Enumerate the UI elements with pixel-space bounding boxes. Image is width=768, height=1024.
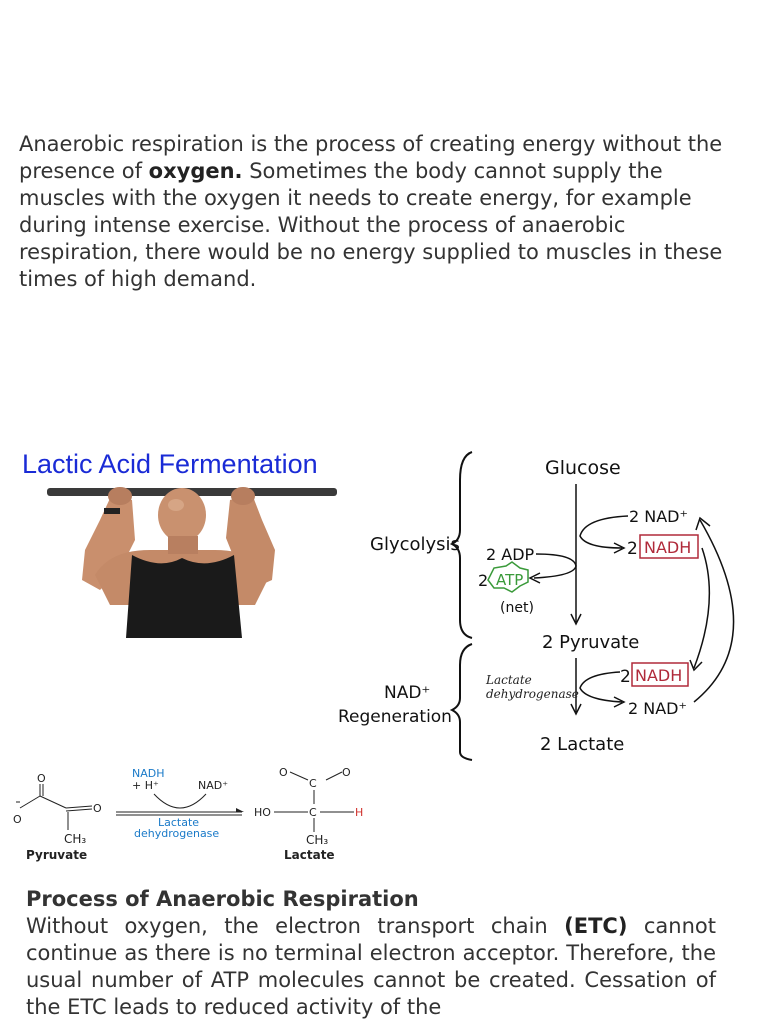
lactate-h: H [355,806,363,819]
pyruvate-label: 2 Pyruvate [542,632,639,653]
reaction-enzyme-1: Lactate [158,816,199,829]
nadh-cofactor: NADH [132,767,165,780]
h-plus: + H⁺ [132,779,159,792]
glycolysis-brace [449,451,473,639]
net-label: (net) [500,600,534,616]
atp-num: 2 [478,571,488,590]
enzyme-label-1: Lactate [485,673,532,687]
enzyme-label-2: dehydrogenase [486,687,579,701]
lactate-label: 2 Lactate [540,734,624,755]
section-text-1: Without oxygen, the electron transport c… [26,914,565,938]
intro-bold-oxygen: oxygen. [148,159,243,183]
intro-paragraph: Anaerobic respiration is the process of … [19,131,739,293]
lactate-c-center: C [309,806,317,819]
pyruvate-o-right: O [93,802,102,815]
pyruvate-o-left: O [13,813,22,826]
nadh-bot-num: 2 [620,667,631,687]
lactate-ho: HO [254,806,271,819]
lactate-o-right: O [342,766,351,779]
section-text-2: cannot continue as there is no terminal … [26,914,716,1019]
fermentation-cycle-diagram: Glucose Glycolysis NAD⁺ Regeneration 2 N… [338,451,735,761]
glucose-label: Glucose [545,457,621,479]
pyruvate-label: Pyruvate [26,848,87,862]
regeneration-brace [449,643,473,761]
nadh-top-label: NADH [644,538,691,557]
pullup-man-illustration [47,487,337,638]
intro-text-1: Anaerobic respiration is the process of … [19,132,723,183]
nadh-top-num: 2 [627,539,638,559]
adp-label: 2 ADP [486,545,535,564]
lactate-o-left: O [279,766,288,779]
pyruvate-o-top: O [37,772,46,785]
process-section: Process of Anaerobic Respiration Without… [26,886,716,1021]
section-paragraph: Without oxygen, the electron transport c… [26,913,716,1021]
section-heading: Process of Anaerobic Respiration [26,887,419,911]
atp-label: ATP [496,571,523,589]
nad-regen-label-2: Regeneration [338,707,452,727]
intro-text-2: Sometimes the body cannot supply the mus… [19,159,723,291]
lactate-c-top: C [309,777,317,790]
nad-bot-label: 2 NAD⁺ [628,699,687,718]
pyruvate-ch3: CH₃ [64,832,86,846]
nad-top-label: 2 NAD⁺ [629,507,688,526]
glycolysis-label: Glycolysis [370,534,460,555]
nadh-bot-label: NADH [635,666,682,685]
lactate-label: Lactate [284,848,335,862]
reaction-enzyme-2: dehydrogenase [134,827,219,840]
nad-cofactor: NAD⁺ [198,779,228,792]
figure-title: Lactic Acid Fermentation [22,449,318,479]
section-bold-etc: (ETC) [564,914,628,938]
nad-regen-label-1: NAD⁺ [384,683,430,703]
pyruvate-lactate-reaction: O O O CH₃ Pyruvate NADH + H⁺ NAD⁺ Lactat… [13,766,363,862]
lactate-ch3: CH₃ [306,833,328,847]
